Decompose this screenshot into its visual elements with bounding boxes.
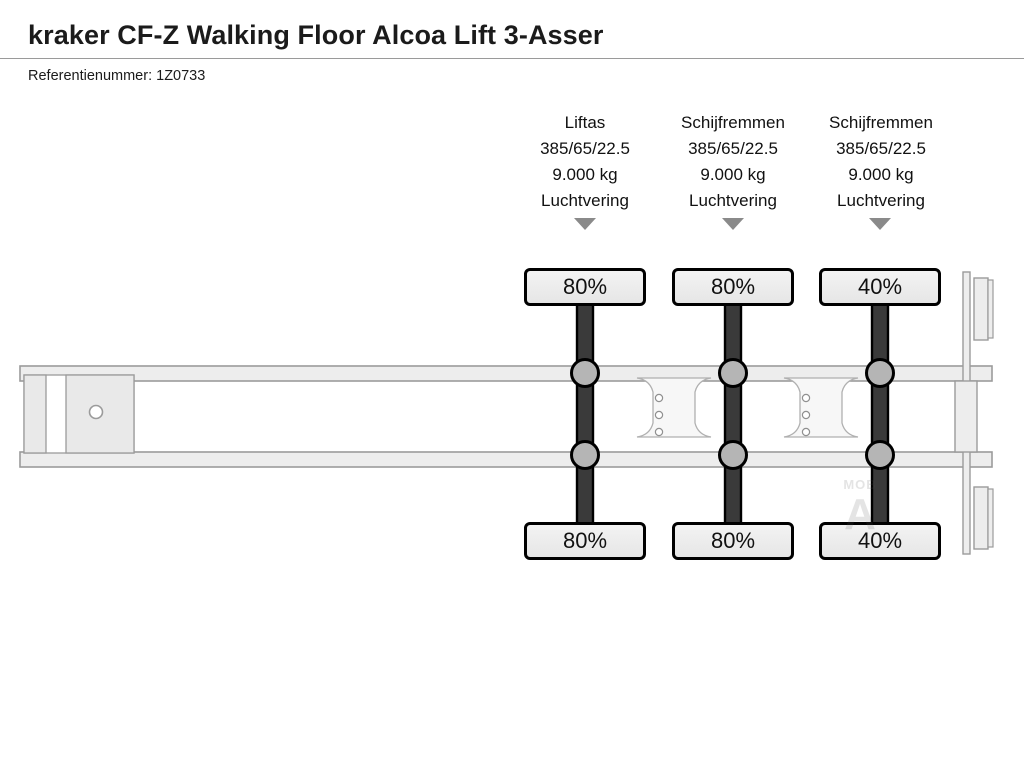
kingpin-icon	[88, 404, 104, 420]
axle-2-tyre-bottom-plate[interactable]: 80%	[672, 522, 794, 560]
page-title: kraker CF-Z Walking Floor Alcoa Lift 3-A…	[28, 20, 604, 50]
axle-1-tyre-size: 385/65/22.5	[540, 139, 630, 158]
reference-number: Referentienummer: 1Z0733	[28, 68, 206, 84]
rear-frame-group	[954, 271, 994, 555]
axle-2-suspension: Luchtvering	[689, 191, 777, 210]
axle-1-capacity: 9.000 kg	[552, 165, 618, 184]
axle-3-capacity: 9.000 kg	[848, 165, 914, 184]
axle-2-tyre-top-plate[interactable]: 80%	[672, 268, 794, 306]
axle-3-tyre-bottom-plate[interactable]: 40%	[819, 522, 941, 560]
axle-1-tyre-bottom-plate[interactable]: 80%	[524, 522, 646, 560]
axle-1-hub-top	[570, 358, 600, 388]
axle-3-type: Schijfremmen	[829, 113, 933, 132]
axle-1-suspension: Luchtvering	[541, 191, 629, 210]
axle-2-label-block: Schijfremmen 385/65/22.5 9.000 kg Luchtv…	[653, 110, 813, 214]
suspension-bracket-2	[783, 377, 859, 438]
axle-3-assembly	[865, 271, 895, 550]
header-divider	[0, 58, 1024, 59]
axle-2-capacity: 9.000 kg	[700, 165, 766, 184]
axle-3-pointer-icon	[869, 218, 891, 230]
axle-1-type: Liftas	[564, 113, 606, 132]
axle-3-tyre-top-plate[interactable]: 40%	[819, 268, 941, 306]
chassis-rails	[19, 365, 993, 468]
axle-2-hub-bottom	[718, 440, 748, 470]
axle-3-hub-bottom	[865, 440, 895, 470]
axle-1-tyre-top-plate[interactable]: 80%	[524, 268, 646, 306]
axle-2-hub-top	[718, 358, 748, 388]
axle-1-label-block: Liftas 385/65/22.5 9.000 kg Luchtvering	[505, 110, 665, 214]
axle-3-suspension: Luchtvering	[837, 191, 925, 210]
axle-2-assembly	[718, 271, 748, 550]
axle-3-tyre-size: 385/65/22.5	[836, 139, 926, 158]
axle-1-pointer-icon	[574, 218, 596, 230]
suspension-bracket-1	[636, 377, 712, 438]
kingpin-plate-group	[23, 374, 135, 454]
axle-2-pointer-icon	[722, 218, 744, 230]
axle-3-hub-top	[865, 358, 895, 388]
axle-2-type: Schijfremmen	[681, 113, 785, 132]
axle-3-label-block: Schijfremmen 385/65/22.5 9.000 kg Luchtv…	[801, 110, 961, 214]
axle-1-hub-bottom	[570, 440, 600, 470]
axle-1-assembly	[570, 271, 600, 550]
axle-2-tyre-size: 385/65/22.5	[688, 139, 778, 158]
